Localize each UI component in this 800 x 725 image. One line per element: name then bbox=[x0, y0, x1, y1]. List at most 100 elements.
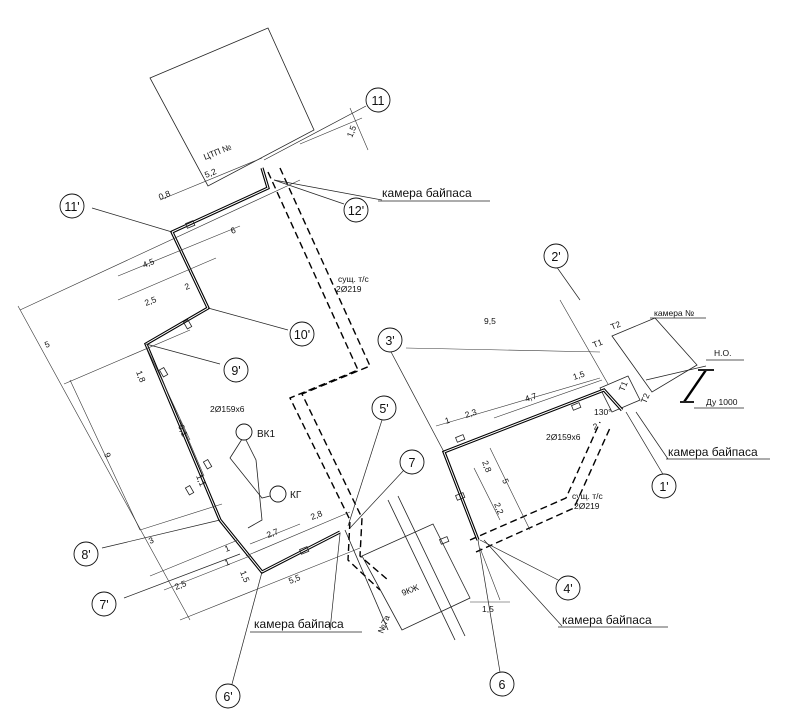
marker-6-prime-label: 6' bbox=[223, 690, 232, 704]
bypass-label-bottom-left: камера байпаса bbox=[254, 617, 344, 631]
camera-number-label: камера № bbox=[654, 308, 694, 318]
t2b-label: Т2 bbox=[639, 392, 652, 405]
ctp-building bbox=[149, 27, 315, 187]
dim-6: 6 bbox=[229, 225, 237, 236]
marker-7-label: 7 bbox=[409, 456, 416, 470]
du-label: Ду 1000 bbox=[706, 397, 738, 407]
dim-1-b: 1 bbox=[223, 557, 231, 568]
pipe-size-label-1: 2Ø159х6 bbox=[210, 404, 245, 414]
new-pipeline-left-inner bbox=[145, 167, 341, 573]
bypass-leader-bottom-left bbox=[329, 533, 341, 631]
dim-5-5: 5,5 bbox=[287, 572, 302, 586]
dim-1-5-right: 1,5 bbox=[572, 369, 587, 382]
ctp-label: ЦТП № bbox=[202, 142, 233, 162]
marker-2-prime bbox=[543, 243, 569, 269]
marker-11-label: 11 bbox=[372, 94, 385, 108]
dim-2-2: 2,2 bbox=[492, 501, 506, 516]
building-7a-label: №7а bbox=[376, 614, 392, 635]
marker-11-prime-label: 11' bbox=[64, 200, 79, 214]
dim-9: 9 bbox=[102, 451, 113, 459]
new-pipeline-right-inner bbox=[443, 389, 623, 541]
dim-2-right: 2 bbox=[592, 421, 600, 432]
marker-2-prime-label: 2' bbox=[551, 250, 560, 264]
bypass-leader-top bbox=[273, 179, 383, 201]
marker-3-prime-label: 3' bbox=[385, 334, 394, 348]
marker-5-prime bbox=[371, 395, 397, 421]
dim-6-1: 6,1 bbox=[176, 423, 190, 438]
dim-1-a: 1 bbox=[223, 543, 231, 554]
marker-12-prime-label: 12' bbox=[348, 204, 364, 218]
pipe-size-label-2: 2Ø159х6 bbox=[546, 432, 581, 442]
dim-1-8: 1,8 bbox=[134, 369, 148, 384]
dim-2-5-low: 2,5 bbox=[173, 578, 188, 592]
street-line-1 bbox=[387, 499, 456, 641]
marker-1-prime-label: 1' bbox=[659, 480, 668, 494]
t1-label: Т1 bbox=[591, 337, 604, 350]
dim-5-2: 5,2 bbox=[203, 166, 218, 180]
marker-4-prime bbox=[555, 575, 581, 601]
well-connection-vk1 bbox=[243, 435, 263, 529]
marker-5-prime-label: 5' bbox=[379, 402, 388, 416]
marker-11 bbox=[365, 87, 391, 113]
dim-4-7: 4,7 bbox=[524, 391, 539, 404]
well-kg bbox=[269, 485, 287, 503]
existing-network-label-1: сущ. т/с bbox=[338, 274, 369, 284]
dim-2-5-mid: 2,5 bbox=[143, 294, 158, 308]
marker-10-prime bbox=[289, 321, 315, 347]
marker-10-prime-label: 10' bbox=[294, 328, 310, 342]
street-line-3 bbox=[344, 529, 389, 631]
existing-network-size-1: 2Ø219 bbox=[336, 284, 362, 294]
marker-7-prime-label: 7' bbox=[99, 598, 108, 612]
existing-network-right-b bbox=[475, 427, 611, 553]
marker-8-prime-label: 8' bbox=[81, 548, 90, 562]
marker-9-prime bbox=[223, 357, 249, 383]
bypass-label-bottom-right: камера байпаса bbox=[562, 613, 652, 627]
dim-2-7: 2,7 bbox=[265, 526, 280, 540]
marker-7-prime bbox=[91, 591, 117, 617]
main-pipe-line bbox=[645, 365, 707, 381]
dim-2: 2 bbox=[183, 281, 191, 292]
t1b-label: Т1 bbox=[617, 380, 630, 393]
dim-1-right: 1 bbox=[444, 415, 452, 426]
dim-1-5-bottom: 1,5 bbox=[482, 604, 494, 614]
marker-12-prime bbox=[343, 197, 369, 223]
dim-5-left: 5 bbox=[43, 339, 51, 350]
pipe-markers bbox=[158, 220, 582, 555]
existing-network-left-b bbox=[279, 167, 389, 581]
marker-1-prime bbox=[651, 473, 677, 499]
street-line-2 bbox=[397, 495, 466, 637]
bypass-label-top: камера байпаса bbox=[382, 186, 472, 200]
building-9kzh bbox=[361, 523, 471, 631]
dim-2-8-right: 2,8 bbox=[480, 459, 494, 474]
dim-4-5: 4,5 bbox=[141, 256, 156, 270]
existing-network-left-a bbox=[267, 171, 381, 591]
dim-2-3: 2,3 bbox=[464, 407, 479, 420]
well-connection-kg bbox=[229, 435, 279, 499]
existing-network-right-a bbox=[469, 421, 601, 541]
well-vk1 bbox=[235, 423, 253, 441]
dim-2-8-left: 2,8 bbox=[309, 508, 324, 522]
building-9kzh-label: 9КЖ bbox=[400, 582, 420, 598]
existing-network-label-2: сущ. т/с bbox=[572, 491, 603, 501]
marker-6-prime bbox=[215, 683, 241, 709]
bypass-leader-bottom-right bbox=[483, 539, 563, 627]
marker-6-label: 6 bbox=[499, 678, 506, 692]
marker-leaders bbox=[91, 105, 665, 685]
marker-4-prime-label: 4' bbox=[563, 582, 572, 596]
angle-label: 130° bbox=[594, 407, 612, 417]
dim-5-right: 5 bbox=[500, 477, 511, 485]
marker-7 bbox=[399, 449, 425, 475]
dim-1-5-low: 1,5 bbox=[238, 569, 252, 584]
dimension-lines bbox=[17, 107, 609, 621]
dim-1-5-top: 1,5 bbox=[345, 124, 359, 139]
marker-3-prime bbox=[377, 327, 403, 353]
bypass-leader-right bbox=[635, 411, 669, 460]
camera-building bbox=[611, 317, 698, 393]
well-vk1-label: ВК1 bbox=[257, 429, 275, 440]
dim-1-1: 1,1 bbox=[194, 473, 208, 488]
bypass-label-right: камера байпаса bbox=[668, 445, 758, 459]
no-label: Н.О. bbox=[714, 348, 731, 358]
well-kg-label: КГ bbox=[290, 490, 302, 501]
marker-8-prime bbox=[73, 541, 99, 567]
